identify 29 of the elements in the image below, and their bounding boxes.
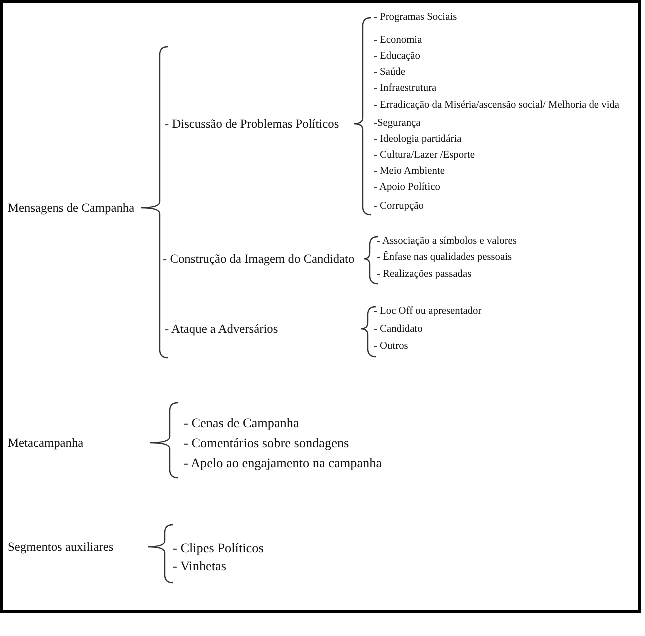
subcategory-label: - Construção da Imagem do Candidato (163, 252, 355, 266)
list-item: - Corrupção (374, 202, 424, 212)
list-item: - Realizações passadas (377, 270, 472, 280)
list-item: - Saúde (374, 68, 406, 78)
list-item: -Segurança (374, 118, 421, 130)
list-item: - Erradicação da Miséria/ascensão social/ Melhoria de vida (374, 100, 620, 112)
list-item: - Vinhetas (173, 559, 227, 573)
list-item: - Ideologia partidária (374, 134, 462, 146)
list-item: - Economia (374, 36, 422, 46)
list-item: - Candidato (374, 324, 423, 336)
category-label: Mensagens de Campanha (8, 202, 135, 214)
list-item: - Infraestrutura (374, 84, 437, 94)
list-item: - Comentários sobre sondagens (184, 436, 350, 450)
list-item: - Apelo ao engajamento na campanha (184, 456, 382, 470)
list-item: - Clipes Políticos (173, 541, 264, 555)
list-item: - Associação a símbolos e valores (377, 236, 517, 248)
list-item: - Apoio Político (374, 182, 440, 194)
subcategory-label: - Ataque a Adversários (165, 322, 278, 336)
list-item: - Ênfase nas qualidades pessoais (377, 252, 512, 264)
list-item: - Cenas de Campanha (184, 416, 300, 430)
list-item: - Meio Ambiente (374, 166, 445, 178)
subcategory-label: - Discussão de Problemas Políticos (165, 118, 340, 130)
list-item: - Educação (374, 52, 420, 62)
list-item: - Cultura/Lazer /Esporte (374, 150, 475, 162)
category-label: Segmentos auxiliares (8, 540, 114, 554)
list-item: - Loc Off ou apresentador (374, 306, 482, 318)
category-label: Metacampanha (8, 436, 84, 450)
list-item: - Outros (374, 342, 408, 352)
list-item: - Programas Sociais (374, 12, 458, 24)
